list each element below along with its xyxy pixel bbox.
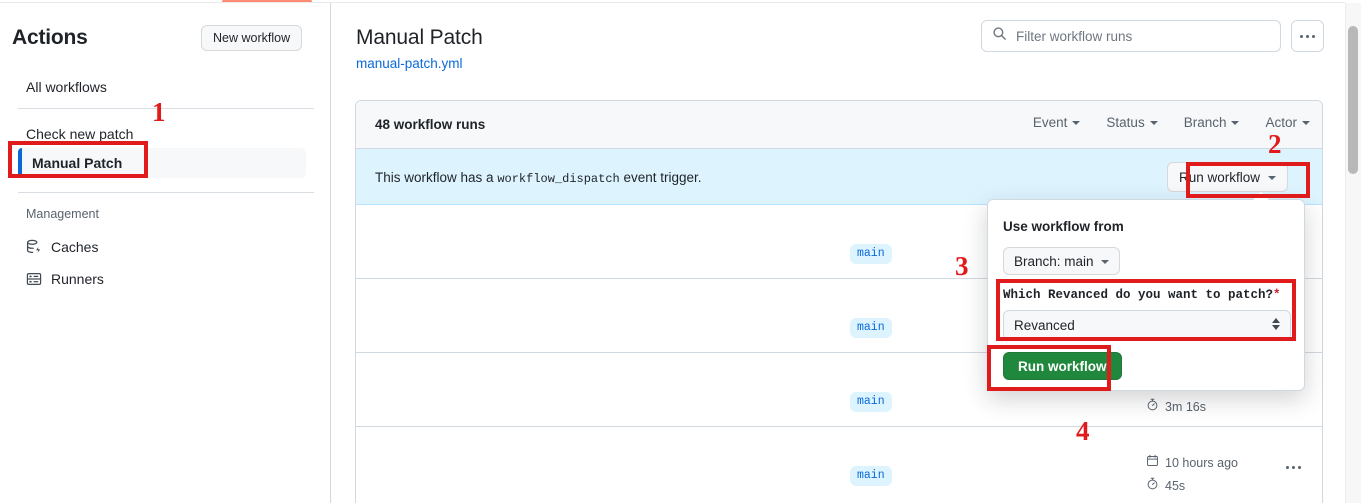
row-duration: 3m 16s: [1146, 398, 1206, 416]
sidebar-title: Actions: [12, 26, 88, 49]
workflow-runs-count: 48 workflow runs: [375, 117, 486, 132]
workflow-file-link[interactable]: manual-patch.yml: [356, 56, 463, 71]
filter-status[interactable]: Status: [1106, 115, 1158, 130]
run-workflow-dropdown-label: Run workflow: [1179, 169, 1261, 185]
required-marker: *: [1273, 288, 1281, 302]
sidebar-divider-2: [18, 192, 314, 193]
sidebar-management-heading: Management: [26, 207, 99, 221]
filter-branch-label: Branch: [1183, 115, 1227, 130]
chevron-down-icon: [1302, 121, 1310, 125]
calendar-icon: [1146, 454, 1159, 472]
run-workflow-popover: Use workflow from Branch: main Which Rev…: [987, 199, 1305, 391]
chevron-down-icon: [1268, 175, 1277, 180]
sidebar-item-manual-patch-label: Manual Patch: [32, 155, 123, 171]
workflow-input-label: Which Revanced do you want to patch?*: [1003, 287, 1281, 304]
sidebar: Actions New workflow All workflows Check…: [0, 3, 330, 503]
chevron-down-icon: [1231, 121, 1240, 125]
kebab-horizontal-icon: [1300, 34, 1315, 38]
row-duration-text: 3m 16s: [1165, 400, 1206, 414]
filter-actor-label: Actor: [1265, 115, 1297, 130]
row-duration-text: 45s: [1165, 479, 1186, 493]
use-workflow-from-label: Use workflow from: [1003, 219, 1124, 234]
row-timestamp-text: 10 hours ago: [1165, 456, 1238, 470]
selected-indicator-bar: [18, 148, 22, 178]
page-scrollbar-thumb[interactable]: [1348, 26, 1358, 174]
filter-branch[interactable]: Branch: [1184, 115, 1240, 130]
branch-badge[interactable]: main: [850, 392, 892, 412]
sidebar-item-runners[interactable]: Runners: [26, 269, 104, 289]
stopwatch-icon: [1146, 398, 1159, 416]
sidebar-item-caches-label: Caches: [51, 239, 99, 255]
dispatch-text-before: This workflow has a: [375, 170, 494, 185]
workflow-input-label-text: Which Revanced do you want to patch?: [1003, 288, 1274, 302]
workflow-dispatch-banner: This workflow has a workflow_dispatch ev…: [356, 149, 1322, 205]
page-kebab-button[interactable]: [1291, 20, 1324, 52]
server-icon: [26, 271, 42, 287]
dispatch-event-code: workflow_dispatch: [497, 172, 620, 186]
new-workflow-button[interactable]: New workflow: [201, 25, 303, 51]
sidebar-item-runners-label: Runners: [51, 271, 104, 287]
sidebar-vertical-divider: [330, 3, 331, 503]
filters-row: Event Status Branch Actor: [1033, 115, 1310, 130]
page-title: Manual Patch: [356, 26, 483, 49]
row-duration: 45s: [1146, 477, 1238, 495]
row-timestamp: 10 hours ago: [1146, 454, 1238, 472]
stepper-icon: [1272, 318, 1280, 330]
sidebar-divider-1: [18, 108, 314, 109]
chevron-down-icon: [1149, 121, 1158, 125]
sidebar-item-manual-patch[interactable]: [18, 148, 306, 178]
chevron-down-icon: [1100, 259, 1109, 264]
workflow-runs-header: 48 workflow runs Event Status Branch: [356, 101, 1322, 149]
dispatch-text-after: event trigger.: [623, 170, 702, 185]
stopwatch-icon: [1146, 477, 1159, 495]
sidebar-item-all-workflows[interactable]: All workflows: [26, 79, 107, 95]
workflow-input-select-value: Revanced: [1014, 317, 1075, 333]
branch-selector-label: Branch: main: [1014, 253, 1094, 269]
kebab-horizontal-icon: [1286, 466, 1301, 469]
sidebar-item-check-new-patch[interactable]: Check new patch: [26, 126, 134, 142]
workflow-input-select[interactable]: Revanced: [1003, 310, 1291, 340]
top-tab-indicator: [222, 0, 312, 3]
main-content: Manual Patch manual-patch.yml 48 workflo…: [331, 3, 1345, 503]
workflow-runs-card: 48 workflow runs Event Status Branch: [355, 100, 1323, 503]
filter-event-label: Event: [1032, 115, 1068, 130]
search-input[interactable]: [1016, 28, 1270, 44]
top-divider: [0, 2, 1345, 3]
run-workflow-submit-button[interactable]: Run workflow: [1003, 352, 1122, 380]
branch-badge[interactable]: main: [850, 244, 892, 264]
run-workflow-dropdown-button[interactable]: Run workflow: [1167, 162, 1289, 192]
filter-status-label: Status: [1106, 115, 1145, 130]
cache-icon: [26, 239, 42, 255]
row-meta: 10 hours ago 45s: [1146, 454, 1238, 495]
sidebar-item-caches[interactable]: Caches: [26, 237, 98, 257]
dispatch-banner-text: This workflow has a workflow_dispatch ev…: [375, 169, 702, 188]
branch-selector-button[interactable]: Branch: main: [1003, 247, 1120, 275]
table-row[interactable]: main 10 hours ago: [356, 427, 1322, 501]
chevron-down-icon: [1072, 121, 1081, 125]
row-meta: 3m 16s: [1146, 398, 1206, 416]
branch-badge[interactable]: main: [850, 466, 892, 486]
search-box[interactable]: [981, 20, 1281, 52]
popover-arrow: [1253, 192, 1269, 200]
row-kebab-button[interactable]: [1286, 466, 1301, 469]
filter-actor[interactable]: Actor: [1265, 115, 1310, 130]
filter-event[interactable]: Event: [1033, 115, 1081, 130]
branch-badge[interactable]: main: [850, 318, 892, 338]
search-icon: [992, 26, 1007, 46]
